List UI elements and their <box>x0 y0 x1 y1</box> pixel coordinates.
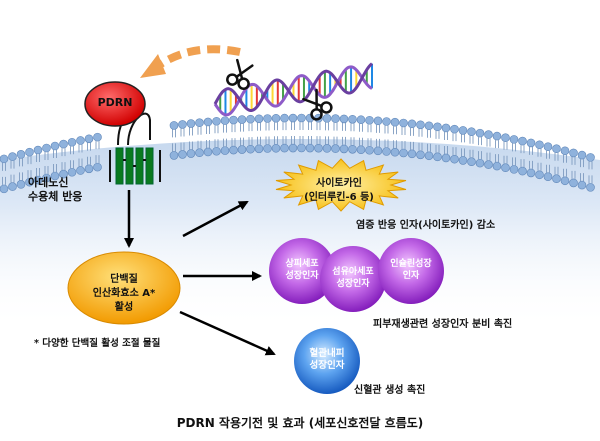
dna-helix-icon <box>213 62 373 117</box>
growth-factor-3-line1: 인슐린성장 <box>390 259 432 269</box>
growth-effect: 피부재생관련 성장인자 분비 촉진 <box>373 319 513 330</box>
enzyme-label-line2: 인산화효소 A* <box>92 288 156 299</box>
cytokine-label-line2: (인터루킨-6 등) <box>304 192 374 203</box>
vascular-label-line2: 성장인자 <box>309 360 345 371</box>
growth-factor-2-line2: 성장인자 <box>336 279 370 289</box>
enzyme-label-line3: 활성 <box>114 302 134 313</box>
growth-factor-1-line2: 성장인자 <box>285 271 319 281</box>
vascular-effect: 신혈관 생성 촉진 <box>354 385 426 396</box>
insulin-growth-factor <box>378 238 444 304</box>
enzyme-to-cytokine-arrow <box>182 200 249 238</box>
fibroblast-growth-factor <box>320 246 386 312</box>
receptor-label-line1: 아데노신 <box>28 176 69 189</box>
figure-caption: PDRN 작용기전 및 효과 (세포신호전달 흐름도) <box>176 416 424 430</box>
cytokine-effect: 염증 반응 인자(사이토카인) 감소 <box>356 220 496 231</box>
pdrn-binding-arrowhead <box>140 54 166 78</box>
growth-factor-1-line1: 상피세포 <box>285 259 319 269</box>
pdrn-binding-arrow <box>152 45 241 72</box>
growth-factor-2-line1: 섬유아세포 <box>332 267 374 277</box>
footnote: * 다양한 단백질 활성 조절 물질 <box>34 338 161 349</box>
vascular-endothelial-growth-factor <box>294 328 360 394</box>
enzyme-to-vascular-arrow <box>179 310 276 356</box>
cytokine-burst <box>275 158 407 212</box>
growth-factor-3-line2: 인자 <box>402 271 420 281</box>
epidermal-growth-factor <box>269 238 335 304</box>
pdrn-molecule <box>84 81 146 127</box>
scissors-icon <box>302 88 333 121</box>
receptor-label-line2: 수용체 반응 <box>28 190 83 203</box>
pdrn-label: PDRN <box>97 96 133 109</box>
scissors-icon <box>226 58 254 90</box>
vascular-label-line1: 혈관내피 <box>309 348 345 359</box>
cytokine-label-line1: 사이토카인 <box>316 178 362 189</box>
protein-kinase-a <box>67 251 181 325</box>
enzyme-label-line1: 단백질 <box>110 274 138 285</box>
cell-membrane <box>0 113 595 194</box>
